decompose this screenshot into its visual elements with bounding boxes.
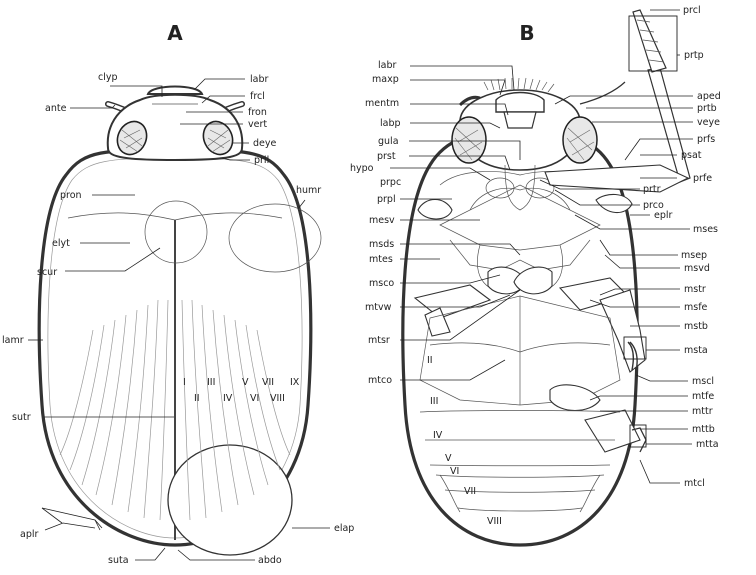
label-mses: mses [693,224,718,235]
sternite-numerals: II III IV V VI VII VIII [427,355,502,527]
label-elyt: elyt [52,238,70,249]
ventral-eye-left [451,116,487,164]
label-gula: gula [378,136,399,147]
label-mesv: mesv [369,215,395,226]
humeral-highlight-ellipse [228,203,322,273]
stria-VI: VI [250,393,259,404]
label-mscl: mscl [692,376,714,387]
ventral-antenna-right [579,81,626,105]
label-labr-a: labr [250,74,268,85]
label-msta: msta [684,345,708,356]
label-mtfe: mtfe [692,391,714,402]
dorsal-eye-right [202,120,234,156]
panel-b-ventral-view: B [350,5,721,547]
label-psat: psat [681,150,702,161]
stria-IX: IX [290,377,300,388]
label-pron: pron [60,190,82,201]
label-mtvw: mtvw [365,302,392,313]
label-lamr: lamr [2,335,24,346]
stria-I: I [183,377,186,388]
stria-VII: VII [262,377,274,388]
elytral-apex-highlight-ellipse [167,444,293,556]
sternite-VIII: VIII [487,516,502,527]
label-mtes: mtes [369,254,393,265]
label-mstb: mstb [684,321,708,332]
label-prtb: prtb [697,103,717,114]
label-labr-b: labr [378,60,396,71]
label-msfe: msfe [684,302,708,313]
dorsal-eye-left [116,120,148,156]
label-veye: veye [697,117,720,128]
label-msds: msds [369,239,394,250]
label-prfs: prfs [697,134,715,145]
label-scur: scur [37,267,57,278]
label-sutr: sutr [12,412,31,423]
stria-V: V [242,377,249,388]
label-msvd: msvd [684,263,710,274]
stria-IV: IV [223,393,233,404]
label-prcl: prcl [683,5,701,16]
elytral-striae [59,299,291,521]
scutellum-highlight-circle [144,200,208,264]
label-suta: suta [108,555,129,566]
label-prpl: prpl [377,194,396,205]
label-mttb: mttb [692,424,715,435]
panel-b-letter: B [519,21,534,45]
label-ante: ante [45,103,67,114]
panel-b-leader-lines [390,9,693,484]
prothoracic-leg-right [632,9,691,183]
label-frcl: frcl [250,91,265,102]
stria-II: II [194,393,200,404]
label-fron: fron [248,107,267,118]
panel-a-labels: clyp labr frcl ante fron vert deye prll … [2,72,354,566]
label-prtr: prtr [643,184,661,195]
stria-III: III [207,377,215,388]
label-prfe: prfe [693,173,712,184]
label-msep: msep [681,250,707,261]
label-deye: deye [253,138,276,149]
sternite-III: III [430,396,438,407]
panel-b-labels: prcl prtp labr maxp mentm aped prtb labp… [350,5,721,489]
sternite-VII: VII [464,486,476,497]
label-aped: aped [697,91,721,102]
label-mentm: mentm [365,98,399,109]
label-clyp: clyp [98,72,118,83]
sternite-II: II [427,355,433,366]
panel-a-dorsal-view: A [2,21,354,566]
label-msco: msco [369,278,394,289]
label-mtta: mtta [696,439,719,450]
ventral-eye-right [562,116,598,164]
label-prll: prll [254,155,269,166]
label-elap: elap [334,523,354,534]
label-mtco: mtco [368,375,392,386]
msta-highlight-box [623,336,647,360]
sternite-IV: IV [433,430,443,441]
labrum-dorsal [146,85,204,95]
label-mttr: mttr [692,406,713,417]
label-eplr: eplr [654,210,673,221]
label-aplr: aplr [20,529,38,540]
panel-a-leader-lines [28,78,330,561]
label-humr: humr [296,185,321,196]
sternite-VI: VI [450,466,459,477]
label-prst: prst [377,151,396,162]
label-prco: prco [643,200,664,211]
label-prpc: prpc [380,177,401,188]
stria-numerals: I II III IV V VI VII VIII IX [183,377,300,404]
prtp-highlight-box [628,15,678,72]
label-prtp: prtp [684,50,704,61]
mtta-highlight-box [629,424,647,448]
label-mtsr: mtsr [368,335,390,346]
label-mstr: mstr [684,284,706,295]
label-maxp: maxp [372,74,399,85]
label-hypo: hypo [350,163,374,174]
sternite-V: V [445,453,452,464]
panel-a-letter: A [167,21,183,45]
label-vert: vert [248,119,267,130]
label-mtcl: mtcl [684,478,705,489]
label-labp: labp [380,118,401,129]
stria-VIII: VIII [270,393,285,404]
label-abdo: abdo [258,555,282,566]
